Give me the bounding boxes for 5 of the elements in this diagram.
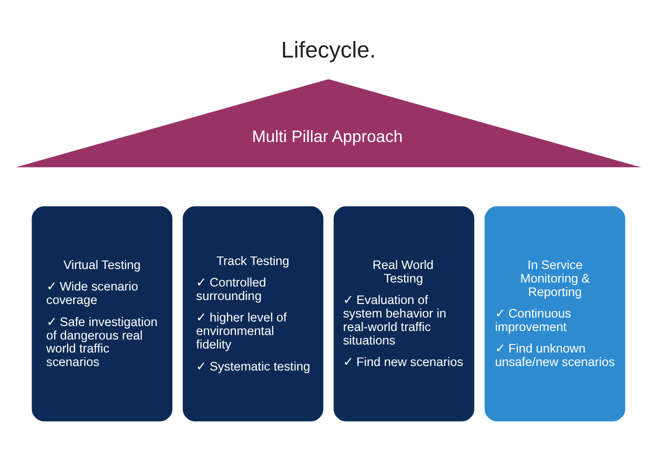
label: Lifecycle. — [281, 36, 376, 62]
node-box: In Service Monitoring & Reporting ✓ Continuous improvement ✓ Find unknown unsafe/new scenarios — [484, 204, 626, 422]
node-box: Real World Testing ✓ Evaluation of system behavior in real-world traffic situations ✓ Find new scenarios — [332, 204, 476, 422]
node-box: Track Testing ✓ Controlled surrounding ✓ higher level of environmental fidelity ✓ Systematic testing — [182, 204, 324, 422]
node-box: Virtual Testing ✓ Wide scenario coverage ✓ Safe investigation of dangerous real world traffic scenarios — [30, 204, 174, 422]
